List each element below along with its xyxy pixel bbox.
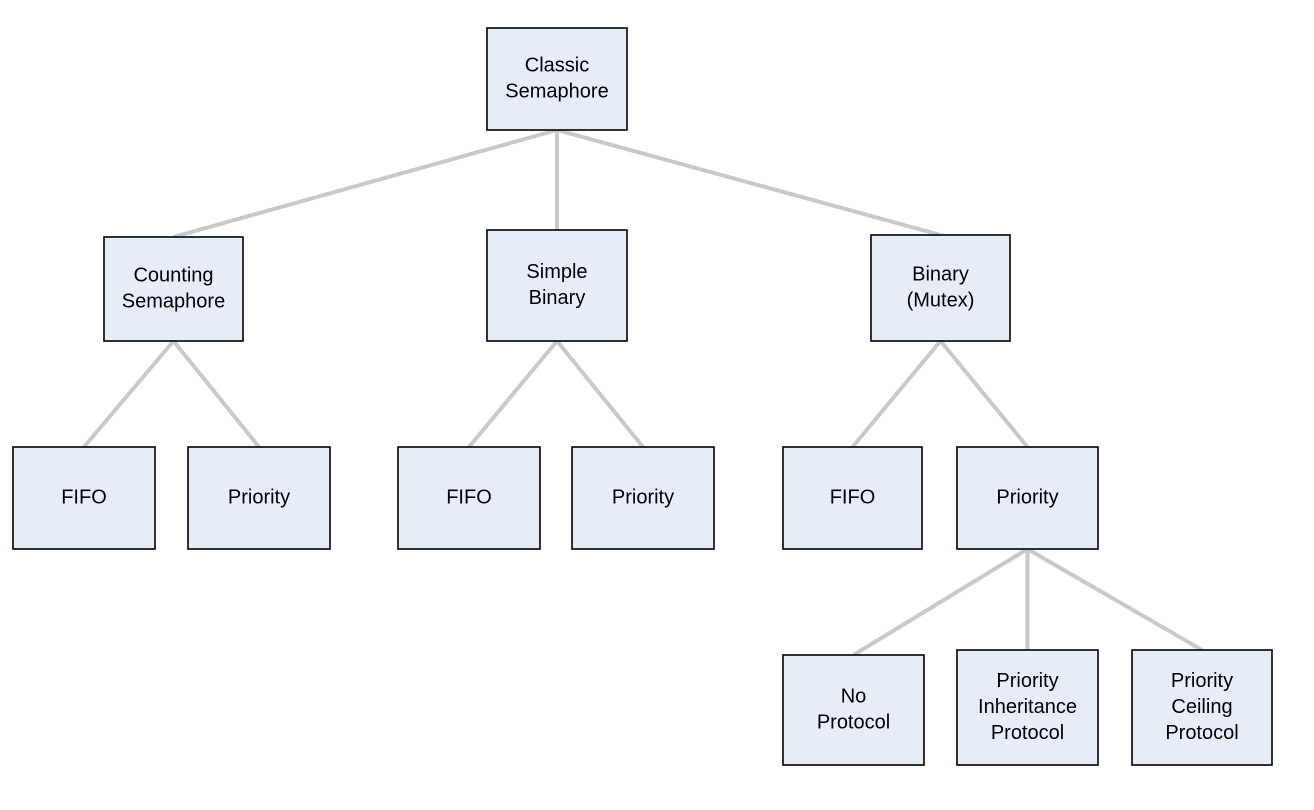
node-box-classic-semaphore[interactable]: [486, 27, 628, 131]
node-box-counting-semaphore[interactable]: [103, 236, 244, 342]
node-label-simple-binary-fifo-line-1: FIFO: [446, 486, 492, 508]
node-label-mutex-fifo-line-1: FIFO: [830, 486, 876, 508]
node-box-simple-binary[interactable]: [486, 229, 628, 342]
node-box-counting-priority[interactable]: [187, 446, 331, 550]
edge-counting-semaphore-to-counting-fifo: [82, 339, 176, 449]
node-label-counting-priority-line-1: Priority: [228, 486, 290, 508]
nodes-layer: ClassicSemaphoreCountingSemaphoreSimpleB…: [12, 27, 1273, 766]
edge-simple-binary-to-simple-binary-priority: [555, 339, 645, 449]
node-simple-binary-fifo[interactable]: FIFO: [397, 446, 541, 550]
node-box-mutex-priority[interactable]: [956, 446, 1099, 550]
node-label-priority-inheritance-protocol-line-3: Protocol: [991, 722, 1064, 744]
node-label-simple-binary-priority-line-1: Priority: [612, 486, 674, 508]
node-box-priority-ceiling-protocol[interactable]: [1131, 649, 1273, 766]
node-label-priority-ceiling-protocol-line-1: Priority: [1171, 670, 1233, 692]
edge-simple-binary-to-simple-binary-fifo: [467, 339, 559, 449]
edge-classic-semaphore-to-binary-mutex: [556, 128, 942, 237]
node-binary-mutex[interactable]: Binary (Mutex): [870, 234, 1011, 342]
node-label-priority-ceiling-protocol-line-3: Protocol: [1165, 722, 1238, 744]
node-label-no-protocol-line-1: No: [841, 685, 867, 707]
node-label-priority-inheritance-protocol-line-1: Priority: [996, 670, 1058, 692]
node-label-simple-binary-line-2: Binary: [529, 287, 586, 309]
edge-classic-semaphore-to-counting-semaphore: [172, 128, 558, 239]
node-label-binary-mutex-line-1: Binary: [912, 263, 969, 285]
node-box-counting-fifo[interactable]: [12, 446, 156, 550]
edge-binary-mutex-to-mutex-priority: [938, 339, 1030, 449]
node-mutex-fifo[interactable]: FIFO: [782, 446, 923, 550]
node-label-binary-mutex-line-2: (Mutex): [907, 289, 975, 311]
node-label-classic-semaphore-line-1: Classic: [525, 54, 589, 76]
node-box-simple-binary-fifo[interactable]: [397, 446, 541, 550]
node-box-binary-mutex[interactable]: [870, 234, 1011, 342]
node-box-mutex-fifo[interactable]: [782, 446, 923, 550]
node-label-simple-binary-line-1: Simple: [526, 261, 587, 283]
edge-mutex-priority-to-priority-ceiling-protocol: [1026, 547, 1204, 652]
node-simple-binary-priority[interactable]: Priority: [571, 446, 715, 550]
node-label-counting-semaphore-line-1: Counting: [133, 264, 213, 286]
node-label-counting-fifo-line-1: FIFO: [61, 486, 107, 508]
node-label-mutex-priority-line-1: Priority: [996, 486, 1058, 508]
node-label-no-protocol-line-2: Protocol: [817, 711, 890, 733]
node-box-priority-inheritance-protocol[interactable]: [956, 649, 1099, 766]
node-label-classic-semaphore-line-2: Semaphore: [505, 80, 608, 102]
node-label-counting-semaphore-line-2: Semaphore: [122, 290, 225, 312]
node-box-no-protocol[interactable]: [782, 654, 925, 766]
node-box-simple-binary-priority[interactable]: [571, 446, 715, 550]
edge-counting-semaphore-to-counting-priority: [171, 339, 261, 449]
edge-mutex-priority-to-no-protocol: [852, 547, 1029, 657]
node-label-priority-ceiling-protocol-line-2: Ceiling: [1171, 696, 1232, 718]
edge-binary-mutex-to-mutex-fifo: [850, 339, 943, 449]
node-label-priority-inheritance-protocol-line-2: Inheritance: [978, 696, 1077, 718]
node-counting-priority[interactable]: Priority: [187, 446, 331, 550]
node-counting-fifo[interactable]: FIFO: [12, 446, 156, 550]
node-mutex-priority[interactable]: Priority: [956, 446, 1099, 550]
edges-layer: [82, 128, 1204, 657]
